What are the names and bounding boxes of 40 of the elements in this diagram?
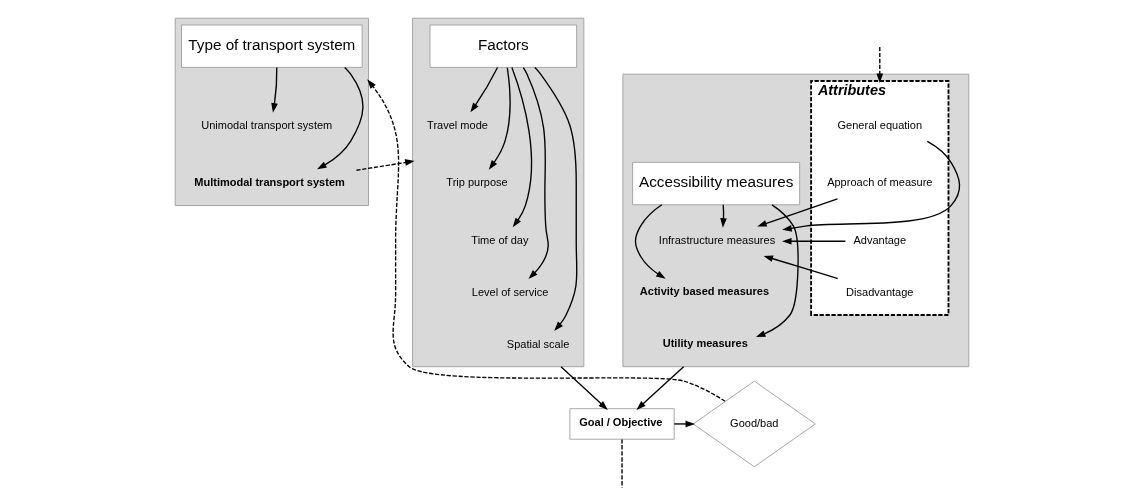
node-text: Unimodal transport system [201,118,333,131]
arrow [488,67,511,170]
arrow [673,420,696,428]
node-text: General equation [837,118,923,131]
node-text: Travel mode [427,118,488,131]
arrow [634,204,666,279]
node-box: Type of transport system [181,24,363,68]
node-box: Factors [429,24,578,68]
arrow [355,159,415,171]
node-box: Accessibility measures [632,161,801,206]
arrow [470,66,499,113]
node-diamond: Good/bad [692,380,816,468]
arrow [511,66,533,228]
arrow [782,237,847,245]
arrow [534,66,578,331]
node-text: Activity based measures [639,284,770,297]
node-text: Spatial scale [506,337,570,350]
node-box: Goal / Objective [569,408,675,440]
arrow [271,66,278,113]
arrow [755,204,799,338]
arrow [560,366,608,410]
node-text: Infrastructure measures [658,234,776,247]
arrow [876,46,884,83]
arrow [782,140,961,232]
node-text: Disadvantage [846,285,914,298]
node-text: Trip purpose [446,176,508,189]
node-text: Utility measures [662,336,748,349]
arrow [522,66,549,279]
node-text: Multimodal transport system [194,175,345,188]
arrow [317,66,364,170]
node-text: Approach of measure [827,176,933,189]
arrow [763,255,839,280]
connector [621,438,623,489]
node-text: Time of day [471,234,529,247]
arrow [636,366,685,410]
cluster [174,17,369,207]
cluster [412,17,585,368]
node-text: Advantage [853,234,907,247]
arrow [757,198,839,227]
node-text: Level of service [471,285,549,298]
